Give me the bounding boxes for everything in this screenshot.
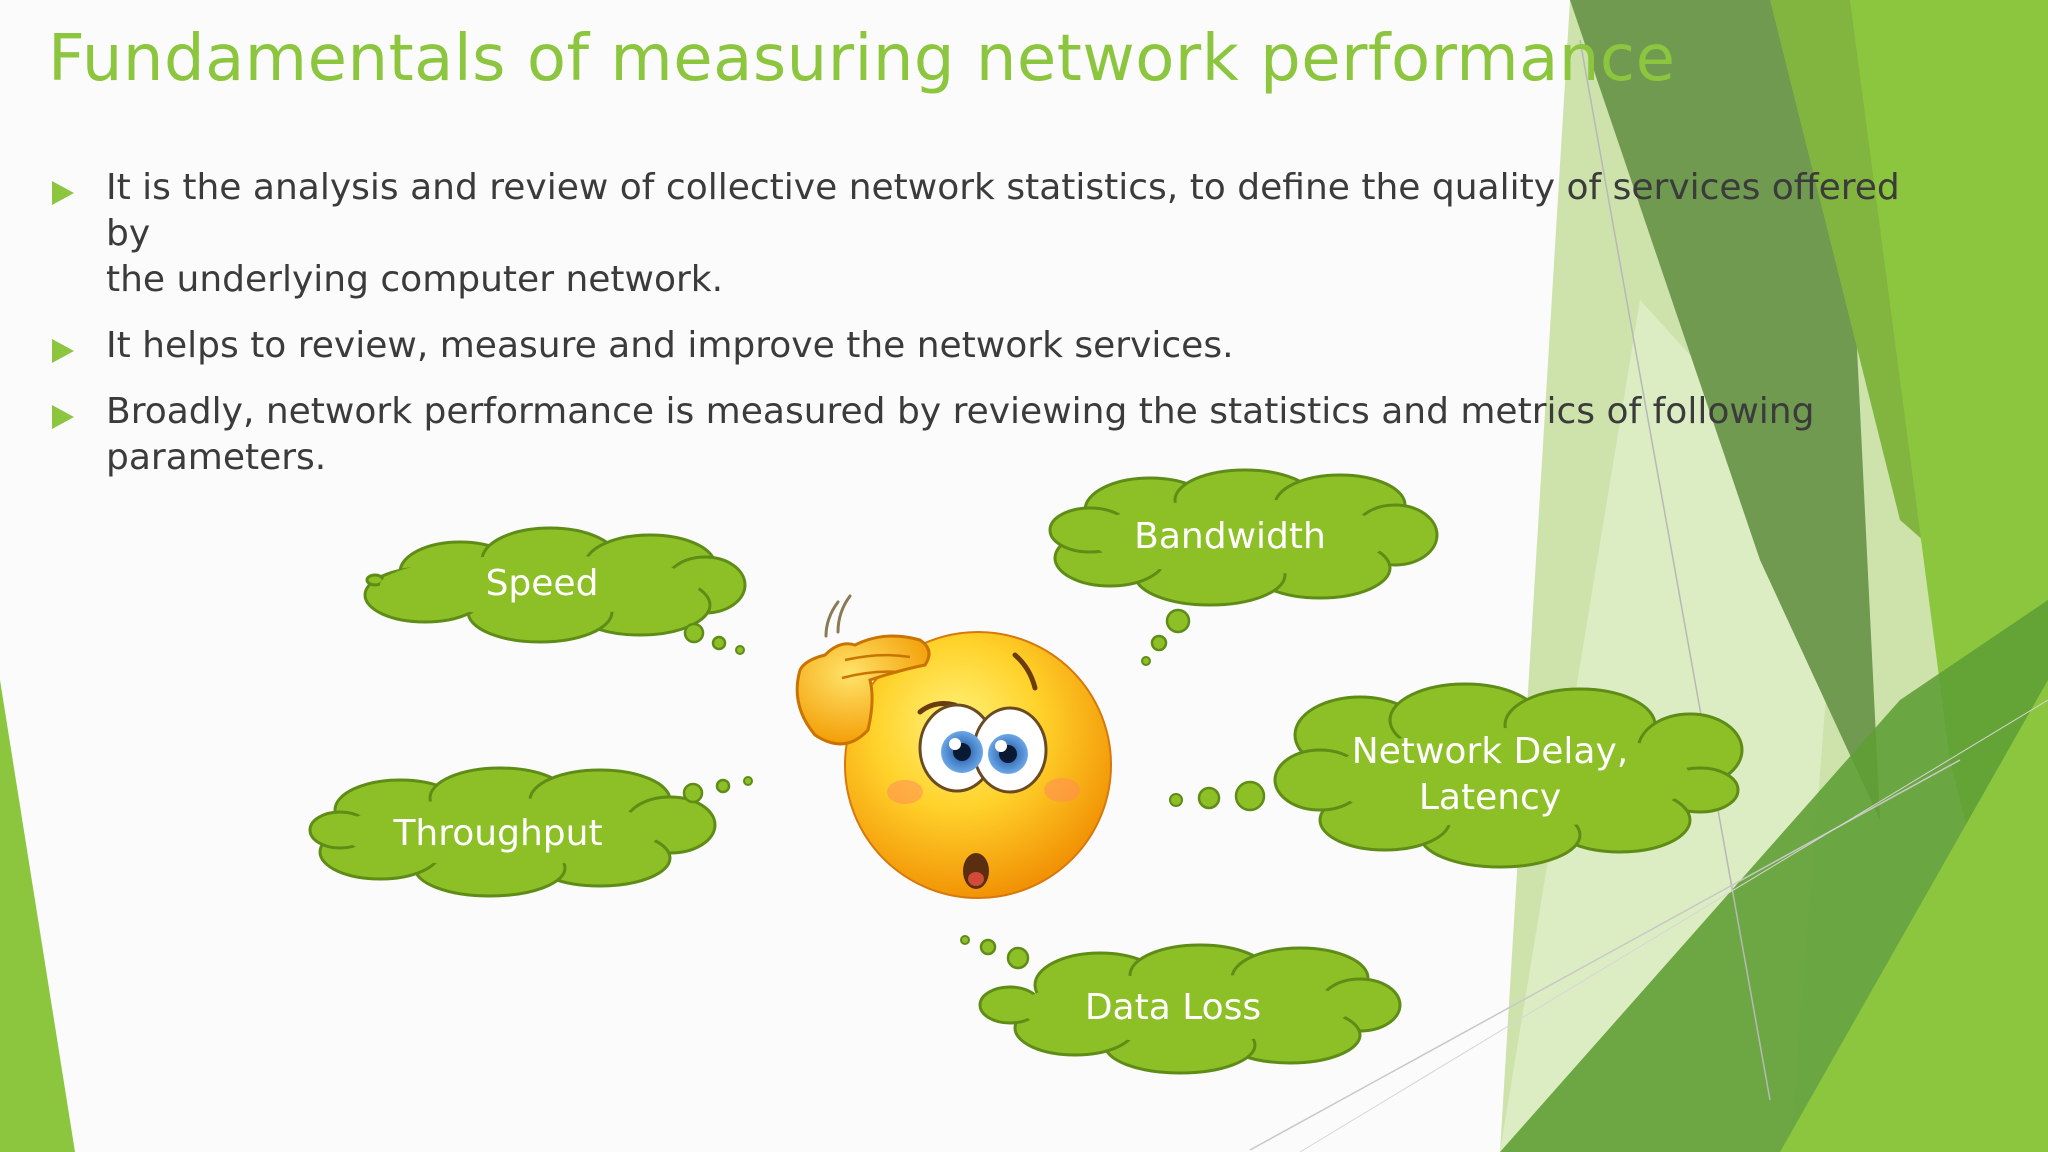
thought-dot — [1165, 608, 1191, 634]
slide-title: Fundamentals of measuring network perfor… — [48, 22, 1676, 96]
cloud-label-speed: Speed — [485, 563, 599, 604]
right-facet-dark — [1570, 0, 1880, 820]
bullet-item: It is the analysis and review of collect… — [52, 165, 1952, 303]
bullet-text-line: It helps to review, measure and improve … — [106, 325, 1234, 366]
cloud-data-loss — [978, 943, 1402, 1075]
cloud-label-bandwidth: Bandwidth — [1134, 516, 1326, 557]
thought-dot — [743, 776, 753, 786]
triangle-bullet-icon — [52, 339, 74, 363]
thought-dot — [1150, 634, 1168, 652]
cloud-bandwidth — [1048, 468, 1439, 607]
cloud-label-delay-line2: Latency — [1418, 777, 1562, 818]
thought-dot — [1169, 793, 1183, 807]
cloud-throughput — [308, 766, 717, 898]
bullet-list: It is the analysis and review of collect… — [52, 165, 1952, 501]
thought-dot — [682, 782, 704, 804]
thought-dot — [1234, 780, 1266, 812]
bullet-text-line: It is the analysis and review of collect… — [106, 167, 1900, 254]
bullet-text-line: the underlying computer network. — [106, 259, 724, 300]
bullet-item: Broadly, network performance is measured… — [52, 389, 1952, 481]
thought-dot — [1197, 786, 1221, 810]
thought-dot — [960, 935, 970, 945]
cloud-network-delay — [1273, 682, 1744, 869]
confused-emoji-icon — [795, 594, 1112, 899]
thought-dot — [979, 938, 997, 956]
thought-dot — [1006, 946, 1030, 970]
cloud-label-data-loss: Data Loss — [1084, 987, 1262, 1028]
triangle-bullet-icon — [52, 405, 74, 429]
thought-dot — [711, 635, 727, 651]
right-facet-lime — [1780, 680, 2048, 1152]
triangle-bullet-icon — [52, 181, 74, 205]
bullet-text-line: parameters. — [106, 437, 327, 478]
cloud-label-delay-line1: Network Delay, — [1351, 731, 1629, 772]
bullet-text-line: Broadly, network performance is measured… — [106, 391, 1815, 432]
thought-dot — [1141, 656, 1151, 666]
thought-dot — [683, 622, 705, 644]
decor-line-1 — [1579, 39, 1771, 1101]
thought-dot — [715, 778, 731, 794]
decor-line-3 — [1299, 699, 2048, 1152]
cloud-label-throughput: Throughput — [393, 813, 603, 854]
cloud-speed — [363, 526, 747, 644]
thought-dot — [735, 645, 745, 655]
cloud-label-network-delay: Network Delay, Latency — [1352, 729, 1628, 821]
bullet-item: It helps to review, measure and improve … — [52, 323, 1952, 369]
left-green-sliver — [0, 680, 75, 1152]
